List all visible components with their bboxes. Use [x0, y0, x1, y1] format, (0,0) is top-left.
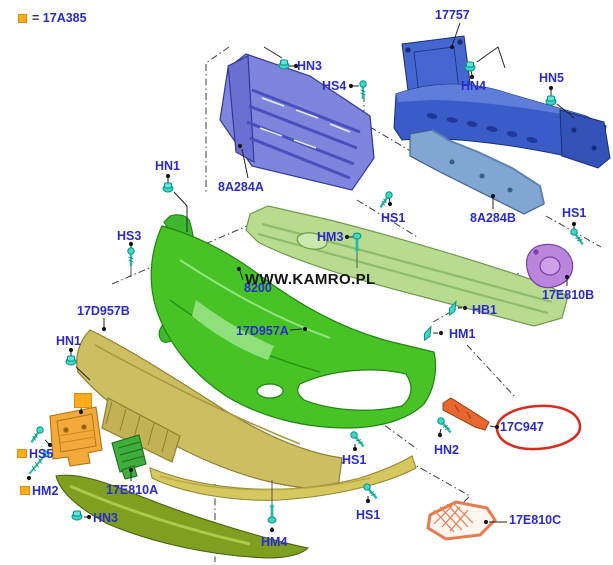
label-hs1-d: HS1: [356, 508, 381, 522]
label-hs5: HS5: [29, 447, 54, 461]
label-hn1-top: HN1: [155, 159, 181, 173]
label-17d957a: 17D957A: [236, 324, 289, 338]
watermark: WWW.KAMRO.PL: [245, 271, 376, 288]
part-lower-spoiler: [55, 474, 310, 559]
label-hs1-c: HS1: [342, 453, 367, 467]
label-hn3-top: HN3: [297, 59, 323, 73]
part-8200-grille: [245, 205, 569, 327]
hn2-screw-icon: [435, 415, 455, 436]
hn1-bottom-nut-icon: [65, 355, 77, 366]
part-17e810c-bezel: [426, 500, 497, 541]
part-17757-beam: [393, 35, 611, 169]
hs3-screw-icon: [126, 246, 136, 268]
label-hn5: HN5: [539, 71, 565, 85]
part-8a284b-beam: [409, 129, 545, 215]
17a385-marker-icon: [74, 393, 92, 408]
label-hm2: HM2: [32, 484, 59, 498]
label-hn2: HN2: [434, 443, 460, 457]
label-17e810a: 17E810A: [106, 483, 159, 497]
17a385-marker-icon: [17, 449, 27, 458]
hs1-a-screw-icon: [376, 189, 395, 211]
red-highlight-circle: [495, 404, 582, 451]
part-17c947-strip: [442, 397, 490, 431]
label-hn1-bottom: HN1: [56, 334, 82, 348]
label-17d957b: 17D957B: [77, 304, 130, 318]
hn4-nut-icon: [464, 61, 476, 72]
hn5-nut-icon: [545, 95, 557, 106]
label-hs3: HS3: [117, 229, 142, 243]
legend-17a385: = 17A385: [18, 11, 87, 25]
label-hs1-a: HS1: [381, 211, 406, 225]
part-17d957a-bumper: [150, 225, 437, 429]
legend-equals: =: [32, 11, 40, 25]
label-17c947: 17C947: [500, 420, 544, 434]
hn1-top-nut-icon: [162, 182, 174, 193]
label-hn4: HN4: [461, 79, 487, 93]
17a385-marker-icon: [20, 486, 30, 495]
part-17e810a-vent: [111, 434, 147, 480]
part-license-plate-bracket: [49, 406, 103, 467]
hs5-screw-icon: [27, 424, 46, 446]
17a385-marker-icon: [18, 13, 27, 23]
label-hs4: HS4: [322, 79, 347, 93]
label-8200: 8200: [244, 281, 272, 295]
label-17e810c: 17E810C: [509, 513, 562, 527]
leader-dots: [26, 44, 577, 533]
hs1-c-screw-icon: [348, 429, 368, 450]
label-8a284a: 8A284A: [218, 180, 264, 194]
part-17d957b-lower-bumper: [76, 329, 343, 490]
label-hn3-bottom: HN3: [93, 511, 119, 525]
hn3-bottom-nut-icon: [71, 510, 83, 521]
hn3-top-nut-icon: [278, 59, 290, 70]
legend-part-number: 17A385: [42, 11, 87, 25]
label-17757: 17757: [435, 8, 470, 22]
hm1-clip-icon: [421, 324, 435, 343]
hs4-screw-icon: [358, 79, 368, 101]
label-hm1: HM1: [449, 327, 476, 341]
part-8a284a-shutter: [219, 53, 375, 191]
leader-lines: [44, 22, 575, 529]
label-hs1-b: HS1: [562, 206, 587, 220]
label-hm3: HM3: [317, 230, 344, 244]
hm4-bolt-icon: [266, 501, 278, 525]
label-hb1: HB1: [472, 303, 498, 317]
hs1-b-screw-icon: [568, 226, 587, 248]
label-8a284b: 8A284B: [470, 211, 516, 225]
label-hm4: HM4: [261, 535, 288, 549]
part-lower-valance: [149, 455, 417, 501]
part-17e810b-bezel: [525, 243, 574, 289]
label-17e810b: 17E810B: [542, 288, 595, 302]
